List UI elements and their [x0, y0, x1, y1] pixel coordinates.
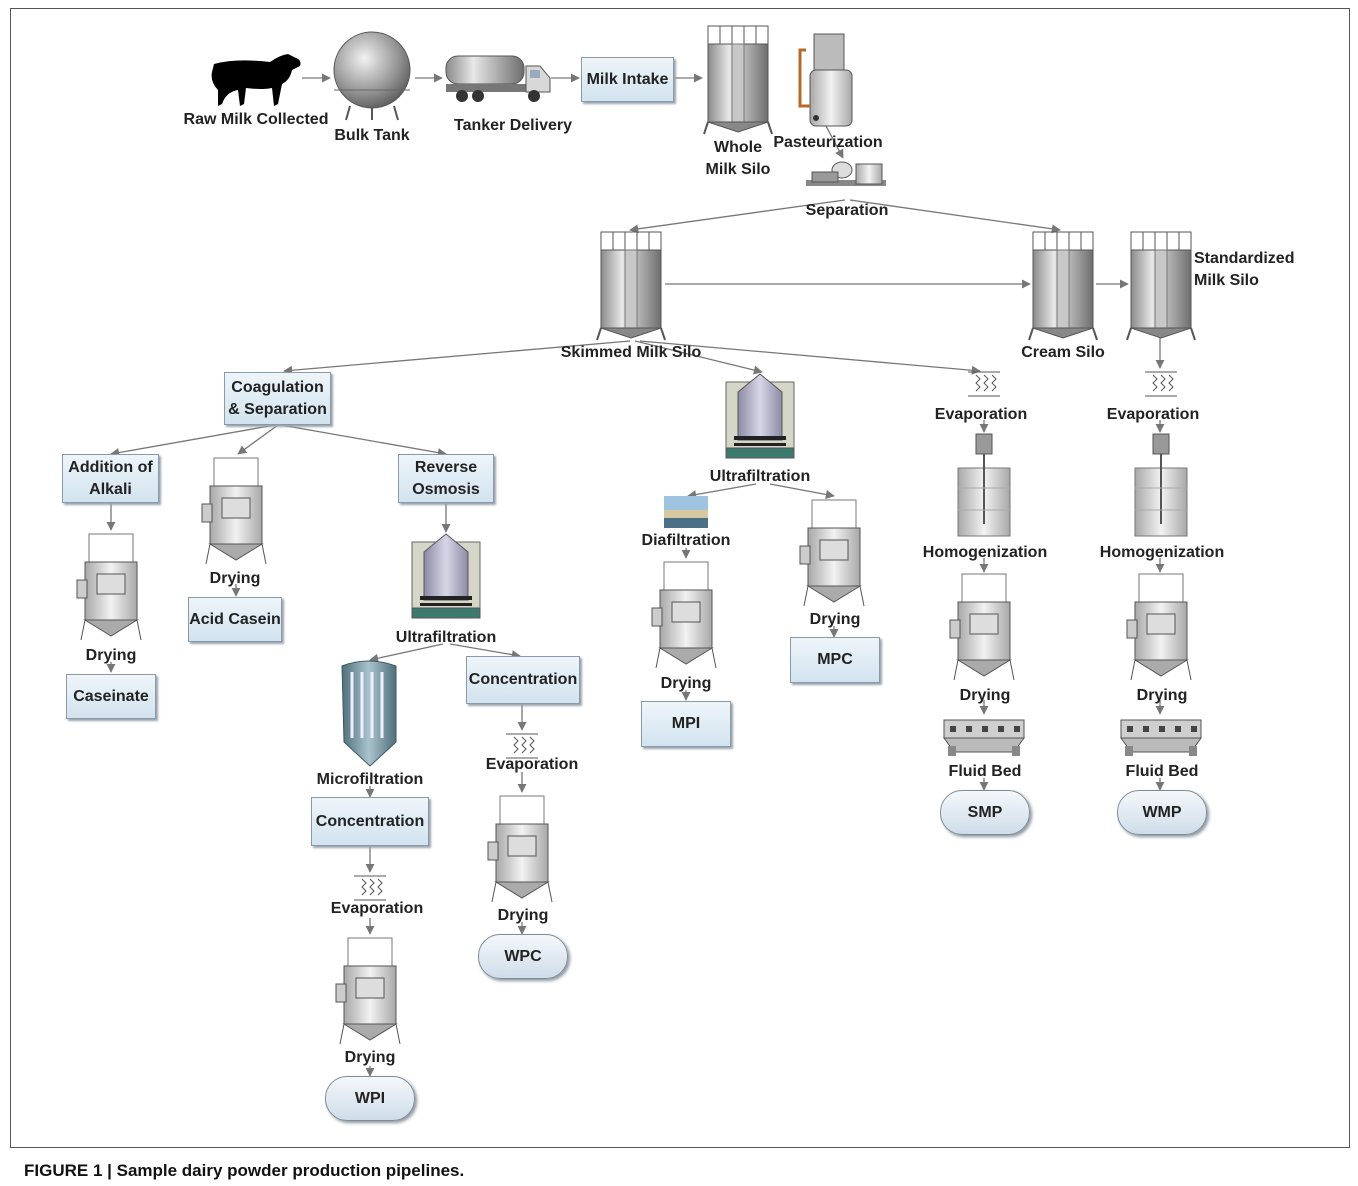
- label-ultrafiltration: Ultrafiltration: [395, 629, 497, 646]
- label-evaporation: Evaporation: [934, 406, 1028, 423]
- skimmed-milk-silo-icon: [596, 231, 666, 341]
- microfiltration-unit-icon: [341, 660, 397, 767]
- spray-dryer-icon: [335, 937, 401, 1045]
- evaporator-icon: [506, 733, 538, 759]
- box-mpc: MPC: [790, 637, 880, 683]
- label-diafiltration: Diafiltration: [641, 532, 731, 549]
- label-drying: Drying: [809, 611, 861, 628]
- box-coagulation-separation: Coagulation & Separation: [224, 372, 331, 425]
- spray-dryer-icon: [949, 573, 1015, 681]
- product-wpi: WPI: [325, 1076, 415, 1121]
- arrow: [687, 483, 757, 500]
- label-drying: Drying: [959, 687, 1011, 704]
- fluid-bed-icon: [1120, 719, 1202, 756]
- label-drying: Drying: [344, 1049, 396, 1066]
- ultrafiltration-unit-icon: [411, 533, 481, 619]
- box-addition-of-alkali: Addition of Alkali: [62, 454, 159, 503]
- homogenizer-icon: [1134, 433, 1188, 537]
- arrow: [110, 424, 276, 458]
- arrow: [849, 199, 1061, 234]
- spray-dryer-icon: [651, 561, 717, 669]
- arrow: [283, 340, 631, 375]
- spray-dryer-icon: [201, 457, 267, 565]
- box-concentration-wpc: Concentration: [466, 656, 580, 704]
- evaporator-icon: [354, 875, 386, 901]
- arrow: [634, 340, 763, 375]
- arrow: [825, 125, 844, 159]
- ultrafiltration-unit-icon: [725, 373, 795, 459]
- arrow: [280, 424, 447, 458]
- figure-caption: FIGURE 1 | Sample dairy powder productio…: [24, 1161, 465, 1180]
- arrow: [237, 424, 279, 455]
- label-evaporation: Evaporation: [1106, 406, 1200, 423]
- label-fluid-bed: Fluid Bed: [1125, 763, 1199, 780]
- box-caseinate: Caseinate: [66, 674, 156, 719]
- arrow: [639, 340, 981, 375]
- label-drying: Drying: [497, 907, 549, 924]
- spray-dryer-icon: [1126, 573, 1192, 681]
- fluid-bed-icon: [943, 719, 1025, 756]
- label-evaporation: Evaporation: [485, 756, 579, 773]
- label-standardized-milk-silo: Standardized Milk Silo: [1194, 250, 1295, 289]
- pasteurizer-icon: [798, 33, 853, 127]
- box-reverse-osmosis: Reverse Osmosis: [398, 454, 494, 503]
- tanker-truck-icon: [445, 55, 551, 102]
- spray-dryer-icon: [799, 499, 865, 607]
- label-evaporation: Evaporation: [330, 900, 424, 917]
- label-whole-milk-silo: Whole Milk Silo: [705, 139, 771, 178]
- label-tanker-delivery: Tanker Delivery: [454, 117, 572, 134]
- arrow: [369, 643, 444, 663]
- product-smp: SMP: [940, 790, 1030, 835]
- label-pasteurization: Pasteurization: [773, 134, 883, 151]
- evaporator-icon: [968, 371, 1000, 397]
- arrow: [629, 199, 846, 234]
- cow-icon: [211, 54, 301, 106]
- label-fluid-bed: Fluid Bed: [948, 763, 1022, 780]
- box-milk-intake: Milk Intake: [581, 57, 674, 102]
- label-drying: Drying: [1136, 687, 1188, 704]
- label-skimmed-milk-silo: Skimmed Milk Silo: [560, 344, 702, 361]
- label-ultrafiltration: Ultrafiltration: [709, 468, 811, 485]
- label-cream-silo: Cream Silo: [1021, 344, 1105, 361]
- label-separation: Separation: [805, 202, 889, 219]
- diafiltration-icon: [664, 496, 708, 528]
- bulk-tank-icon: [333, 31, 411, 121]
- homogenizer-icon: [957, 433, 1011, 537]
- spray-dryer-icon: [76, 533, 142, 641]
- whole-milk-silo-icon: [703, 25, 773, 135]
- arrow: [769, 483, 835, 499]
- separator-icon: [806, 161, 886, 186]
- silo-group: [596, 25, 1196, 341]
- cream-silo-icon: [1028, 231, 1098, 341]
- label-drying: Drying: [209, 570, 261, 587]
- product-wpc: WPC: [478, 934, 568, 979]
- label-raw-milk-collected: Raw Milk Collected: [183, 111, 329, 128]
- spray-dryer-icon: [487, 795, 553, 903]
- box-concentration-wpi: Concentration: [311, 797, 429, 846]
- figure-frame: [10, 8, 1350, 1148]
- label-drying: Drying: [660, 675, 712, 692]
- box-acid-casein: Acid Casein: [188, 597, 282, 642]
- product-wmp: WMP: [1117, 790, 1207, 835]
- label-drying: Drying: [85, 647, 137, 664]
- arrow: [449, 643, 521, 660]
- evaporator-icon: [1145, 371, 1177, 397]
- box-mpi: MPI: [641, 701, 731, 747]
- standardized-milk-silo-icon: [1126, 231, 1196, 341]
- label-microfiltration: Microfiltration: [316, 771, 424, 788]
- label-homogenization: Homogenization: [1099, 544, 1225, 561]
- label-homogenization: Homogenization: [922, 544, 1048, 561]
- label-bulk-tank: Bulk Tank: [334, 127, 410, 144]
